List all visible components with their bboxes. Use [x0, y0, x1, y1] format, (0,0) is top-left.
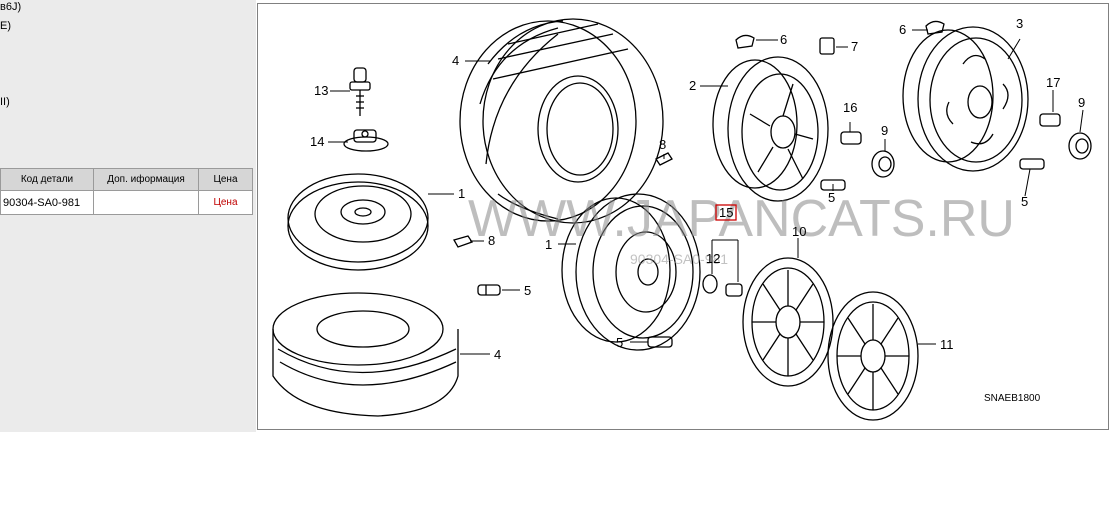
center-cap-illustration [871, 132, 1092, 178]
callout-label[interactable]: 17 [1046, 75, 1060, 90]
alloy-wheel-3-illustration [902, 26, 1029, 172]
callout-label[interactable]: 8 [488, 233, 495, 248]
watermark-part-number: 90304-SA0-981 [630, 251, 728, 267]
callout-label[interactable]: 10 [792, 224, 806, 239]
table-row: 90304-SA0-981 Цена [0, 190, 253, 215]
tire-illustration [459, 18, 664, 224]
info-cell [93, 190, 199, 215]
valve-stem-illustration [349, 67, 371, 116]
callout-label[interactable]: 9 [1078, 95, 1085, 110]
callout-label[interactable]: 5 [828, 190, 835, 205]
nut-illustration [702, 274, 718, 294]
part-code-cell: 90304-SA0-981 [0, 190, 94, 215]
alloy-wheel-2-illustration [712, 56, 829, 202]
list-fragment[interactable]: II) [0, 96, 10, 108]
clip-illustration [453, 235, 474, 248]
callout-label[interactable]: 9 [881, 123, 888, 138]
callout-label[interactable]: 7 [851, 39, 858, 54]
wheel-cover-11-illustration [827, 291, 919, 421]
callout-label[interactable]: 6 [899, 22, 906, 37]
callout-label[interactable]: 16 [843, 100, 857, 115]
bolt-illustration [343, 129, 389, 152]
column-header-info: Доп. иформация [93, 168, 199, 191]
diagram-code: SNAEB1800 [984, 393, 1041, 404]
lug-nut-illustration [1019, 158, 1045, 170]
callout-label[interactable]: 11 [940, 337, 954, 352]
left-panel: в6J) E) II) Код детали Доп. иформация Це… [0, 0, 256, 432]
callout-label[interactable]: 4 [494, 347, 501, 362]
parts-diagram: WWW.JAPANCATS.RU 90304-SA0-981 4 13 14 1… [272, 16, 1092, 421]
parts-diagram-frame: WWW.JAPANCATS.RU 90304-SA0-981 4 13 14 1… [257, 3, 1109, 430]
callout-label[interactable]: 13 [314, 83, 328, 98]
callout-label[interactable]: 5 [616, 335, 623, 350]
wheel-cover-10-illustration [742, 257, 834, 387]
callout-label[interactable]: 12 [706, 251, 720, 266]
steel-wheel-illustration [561, 193, 701, 351]
parts-table: Код детали Доп. иформация Цена 90304-SA0… [0, 168, 253, 215]
list-fragment[interactable]: в6J) [0, 1, 22, 13]
callout-label[interactable]: 6 [780, 32, 787, 47]
callout-label[interactable]: 1 [458, 186, 465, 201]
lug-nut-illustration [1039, 113, 1061, 127]
weight-illustration [819, 37, 835, 55]
list-fragment[interactable]: E) [0, 20, 11, 32]
column-header-price: Цена [198, 168, 253, 191]
lug-nut-illustration [477, 284, 501, 296]
column-header-part-code: Код детали [0, 168, 94, 191]
callout-label[interactable]: 2 [689, 78, 696, 93]
callout-label[interactable]: 14 [310, 134, 324, 149]
bolt-illustration [725, 283, 743, 297]
callout-label-highlighted[interactable]: 15 [719, 205, 733, 220]
highlight-box [715, 204, 737, 221]
table-header-row: Код детали Доп. иформация Цена [0, 168, 253, 191]
callout-label[interactable]: 4 [452, 53, 459, 68]
spare-wheel-illustration [287, 173, 429, 271]
callout-label[interactable]: 8 [659, 137, 666, 152]
weight-illustration [735, 34, 755, 49]
lug-nut-illustration [840, 131, 862, 145]
leader-lines [328, 29, 1084, 355]
price-link[interactable]: Цена [198, 190, 253, 215]
callout-label[interactable]: 5 [524, 283, 531, 298]
lower-tire-illustration [272, 292, 459, 417]
watermark: WWW.JAPANCATS.RU [468, 190, 1015, 248]
callout-label[interactable]: 3 [1016, 16, 1023, 31]
callout-label[interactable]: 1 [545, 237, 552, 252]
callout-label[interactable]: 5 [1021, 194, 1028, 209]
